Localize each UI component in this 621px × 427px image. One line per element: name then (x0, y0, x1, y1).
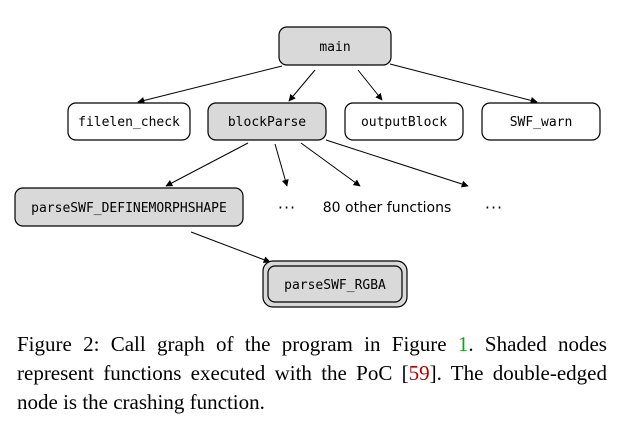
node-main-box (278, 26, 392, 66)
node-outputBlock: outputBlock (344, 102, 464, 141)
ellipsis-left: ··· (278, 198, 296, 217)
node-blockParse-box (207, 102, 327, 141)
ellipsis-right: ··· (485, 198, 503, 217)
node-filelen_check-label: filelen_check (78, 115, 180, 130)
citation-link[interactable]: 59 (408, 361, 430, 385)
node-main-label: main (319, 40, 350, 55)
node-main: main (278, 26, 392, 66)
caption-part3: ]. The double-edged node is the crashing… (17, 361, 607, 414)
node-parse_rgba: parseSWF_RGBA (262, 260, 408, 308)
node-parse_morphshape-box (14, 187, 244, 227)
edge-blockParse-ellipsis-left (274, 143, 289, 187)
node-parse_morphshape: parseSWF_DEFINEMORPHSHAPE (14, 187, 244, 227)
node-blockParse-label: blockParse (228, 115, 306, 130)
edge-blockParse-parse_morphshape (165, 142, 249, 187)
node-parse_morphshape-label: parseSWF_DEFINEMORPHSHAPE (31, 201, 227, 216)
edge-main-blockParse (288, 69, 316, 102)
edge-main-outputBlock (357, 69, 383, 101)
node-outputBlock-box (344, 102, 464, 141)
node-parse_rgba-inner-box (267, 265, 403, 303)
call-graph-diagram: main filelen_check blockParse outputBloc… (14, 26, 601, 308)
other-functions-label: 80 other functions (323, 200, 452, 216)
caption-part1: Figure 2: Call graph of the program in F… (17, 332, 458, 356)
edge-blockParse-other-functions (300, 142, 361, 187)
figure-caption: Figure 2: Call graph of the program in F… (17, 330, 607, 417)
node-filelen_check: filelen_check (67, 102, 191, 141)
edge-main-filelen_check (137, 65, 283, 104)
node-blockParse: blockParse (207, 102, 327, 141)
edge-main-swf_warn (389, 63, 538, 104)
caption-part2: . Shaded nodes represent functions execu… (17, 332, 607, 385)
node-parse_rgba-label: parseSWF_RGBA (284, 278, 386, 293)
node-swf_warn-label: SWF_warn (510, 115, 573, 130)
node-swf_warn: SWF_warn (481, 102, 601, 141)
edge-blockParse-ellipsis-right (325, 139, 469, 188)
node-outputBlock-label: outputBlock (361, 115, 447, 130)
call-edges (137, 63, 538, 264)
figure-reference-link[interactable]: 1 (457, 332, 469, 356)
node-swf_warn-box (481, 102, 601, 141)
node-filelen_check-box (67, 102, 191, 141)
edge-parse_morphshape-parse_rgba (190, 231, 271, 264)
